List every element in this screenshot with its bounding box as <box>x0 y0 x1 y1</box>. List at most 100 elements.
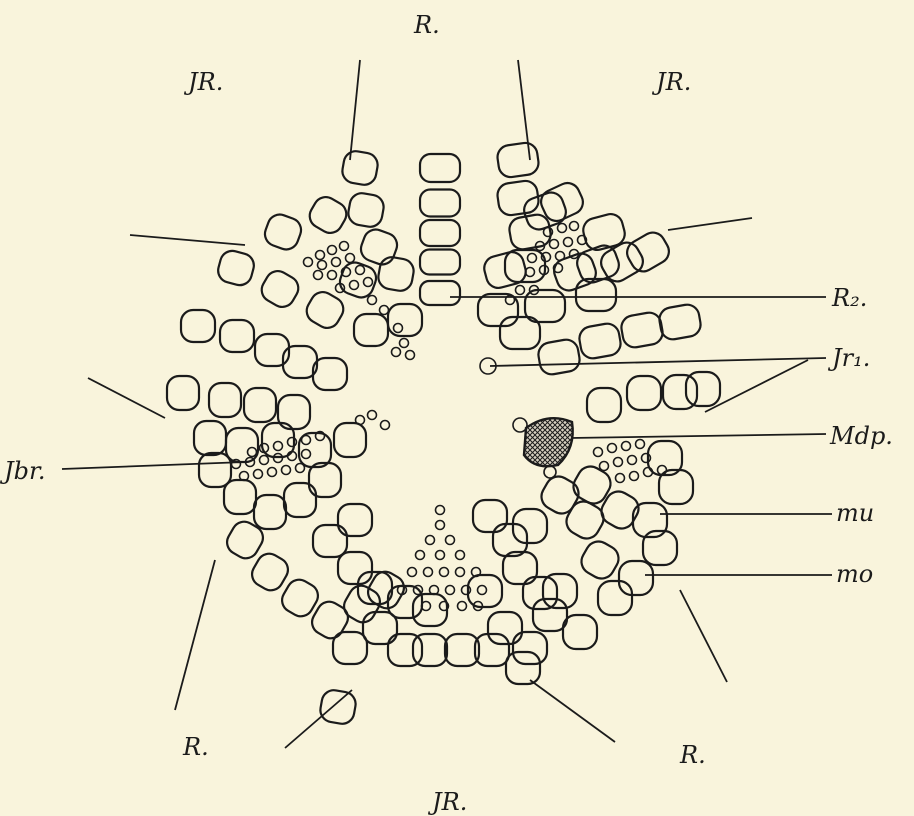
label-r2: R₂. <box>831 284 867 312</box>
plate <box>533 599 567 631</box>
plate <box>334 423 366 457</box>
plate <box>562 497 608 543</box>
label-jr-bottom: JR. <box>427 788 467 816</box>
label-jr-top-right: JR. <box>651 68 691 96</box>
plate <box>338 552 372 584</box>
line <box>88 378 165 418</box>
plate <box>537 338 582 376</box>
line <box>350 60 360 160</box>
pore <box>616 474 625 483</box>
pore <box>630 472 639 481</box>
pore <box>600 462 609 471</box>
pore <box>274 442 283 451</box>
plate <box>220 320 254 352</box>
plate <box>388 304 422 336</box>
plate <box>262 211 305 253</box>
pore <box>614 458 623 467</box>
plate <box>619 561 653 595</box>
line <box>570 434 826 438</box>
line <box>518 60 530 160</box>
pore <box>424 568 433 577</box>
pore <box>328 246 337 255</box>
label-r-bottom-right: R. <box>679 741 706 769</box>
pore <box>318 261 327 270</box>
pore <box>346 254 355 263</box>
plate <box>363 612 397 644</box>
pore <box>288 438 297 447</box>
pore <box>622 442 631 451</box>
pore <box>392 348 401 357</box>
plate <box>488 612 522 644</box>
pore <box>426 536 435 545</box>
pore <box>368 296 377 305</box>
pore <box>446 536 455 545</box>
plate <box>167 376 199 410</box>
label-jr1: Jr₁. <box>827 344 870 372</box>
plate <box>496 141 540 178</box>
plate <box>346 191 385 228</box>
pore <box>528 254 537 263</box>
pore <box>608 444 617 453</box>
pore <box>462 586 471 595</box>
pore <box>316 251 325 260</box>
plate <box>478 294 518 326</box>
line <box>668 218 752 230</box>
plate <box>302 288 347 333</box>
pore <box>408 568 417 577</box>
plate <box>376 255 415 292</box>
plate <box>338 504 372 536</box>
pore <box>436 551 445 560</box>
plate <box>623 228 674 276</box>
pore <box>350 281 359 290</box>
pore <box>248 448 257 457</box>
pore <box>400 339 409 348</box>
pore <box>594 448 603 457</box>
plate <box>620 311 665 349</box>
pore <box>314 271 323 280</box>
line <box>530 680 615 742</box>
plate <box>420 220 460 246</box>
label-r-top: R. <box>413 11 440 39</box>
pore <box>268 468 277 477</box>
plate <box>224 480 256 514</box>
plate <box>658 303 703 341</box>
label-mo: mo <box>836 560 873 588</box>
plate <box>577 537 623 583</box>
label-mu: mu <box>836 499 874 527</box>
pore <box>340 242 349 251</box>
plate <box>627 376 661 410</box>
plate <box>318 688 357 725</box>
pore <box>302 450 311 459</box>
ambulacral-plates <box>167 141 720 725</box>
plate <box>587 388 621 422</box>
pore <box>302 436 311 445</box>
line <box>680 590 727 682</box>
plate <box>420 190 460 217</box>
pore <box>544 466 556 478</box>
pore <box>550 240 559 249</box>
plate <box>354 314 388 346</box>
plate <box>199 453 231 487</box>
plate <box>420 250 460 275</box>
pore <box>356 266 365 275</box>
pore <box>556 252 565 261</box>
pore <box>380 306 389 315</box>
plate <box>340 149 379 186</box>
label-jr-top-left: JR. <box>183 68 223 96</box>
pore <box>436 506 445 515</box>
plate <box>257 267 302 312</box>
plate <box>523 577 557 609</box>
plate <box>284 483 316 517</box>
pore <box>304 258 313 267</box>
pore <box>328 271 337 280</box>
plate <box>576 279 616 311</box>
plate <box>508 213 553 251</box>
plate <box>194 421 226 455</box>
pore <box>458 602 467 611</box>
pore <box>406 351 415 360</box>
pore <box>558 224 567 233</box>
pore <box>636 440 645 449</box>
pore <box>436 521 445 530</box>
label-jbr: Jbr. <box>0 457 45 485</box>
